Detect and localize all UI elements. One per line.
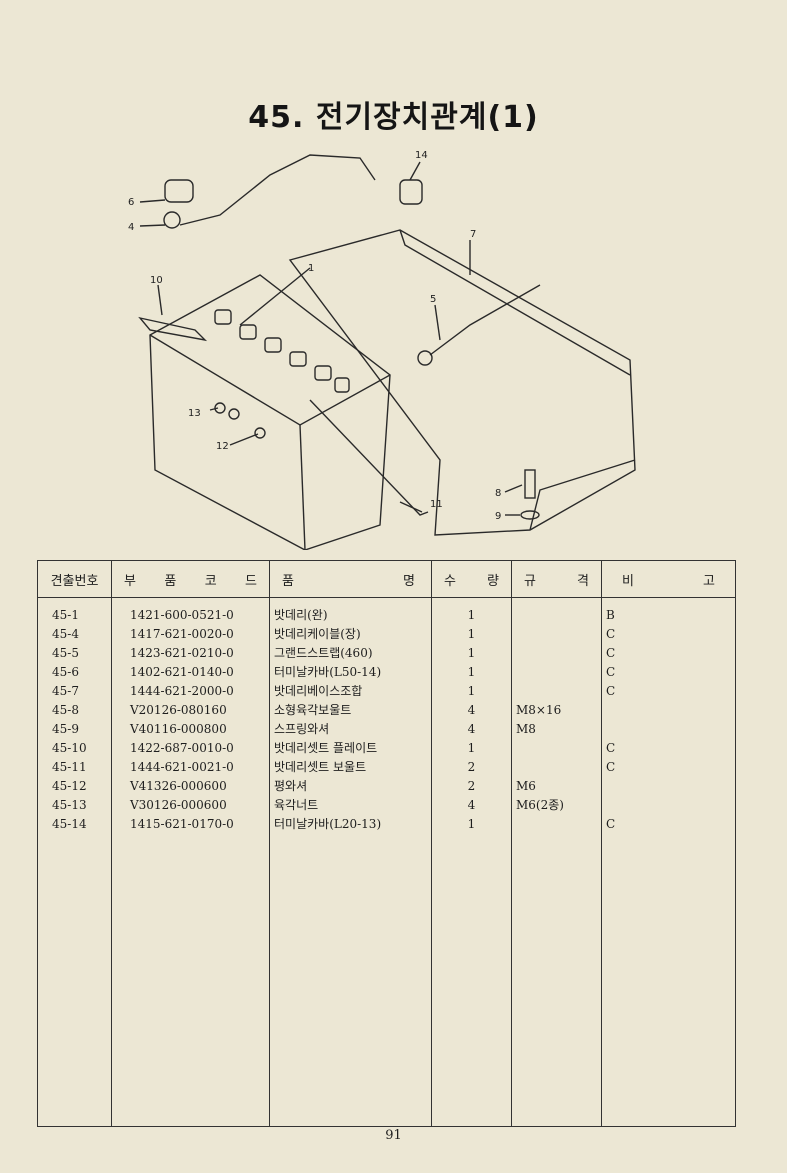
callout-5: 5	[430, 294, 436, 305]
callout-6: 6	[128, 197, 134, 208]
page-number: 91	[385, 1128, 402, 1143]
battery-body	[149, 274, 391, 550]
header-number: 견출번호	[37, 560, 112, 598]
callout-1: 1	[308, 263, 314, 274]
callout-7: 7	[470, 229, 476, 240]
battery-cable	[179, 154, 376, 226]
callout-12: 12	[216, 441, 229, 452]
callout-9: 9	[495, 511, 501, 522]
terminal-cover	[164, 179, 194, 203]
callout-14: 14	[415, 150, 428, 161]
battery-assembly-diagram: 14 6 4 7 1 10 5 13 12 11 8 9	[110, 140, 670, 550]
callout-10: 10	[150, 275, 163, 286]
battery-base	[288, 229, 636, 536]
callout-4: 4	[128, 222, 134, 233]
exploded-view-drawing: 14 6 4 7 1 10 5 13 12 11 8 9	[128, 150, 636, 550]
table-filler-row	[37, 834, 736, 1127]
callout-11: 11	[430, 499, 443, 510]
callout-8: 8	[495, 488, 501, 499]
callout-13: 13	[188, 408, 201, 419]
page-title: 45. 전기장치관계(1)	[248, 100, 539, 135]
